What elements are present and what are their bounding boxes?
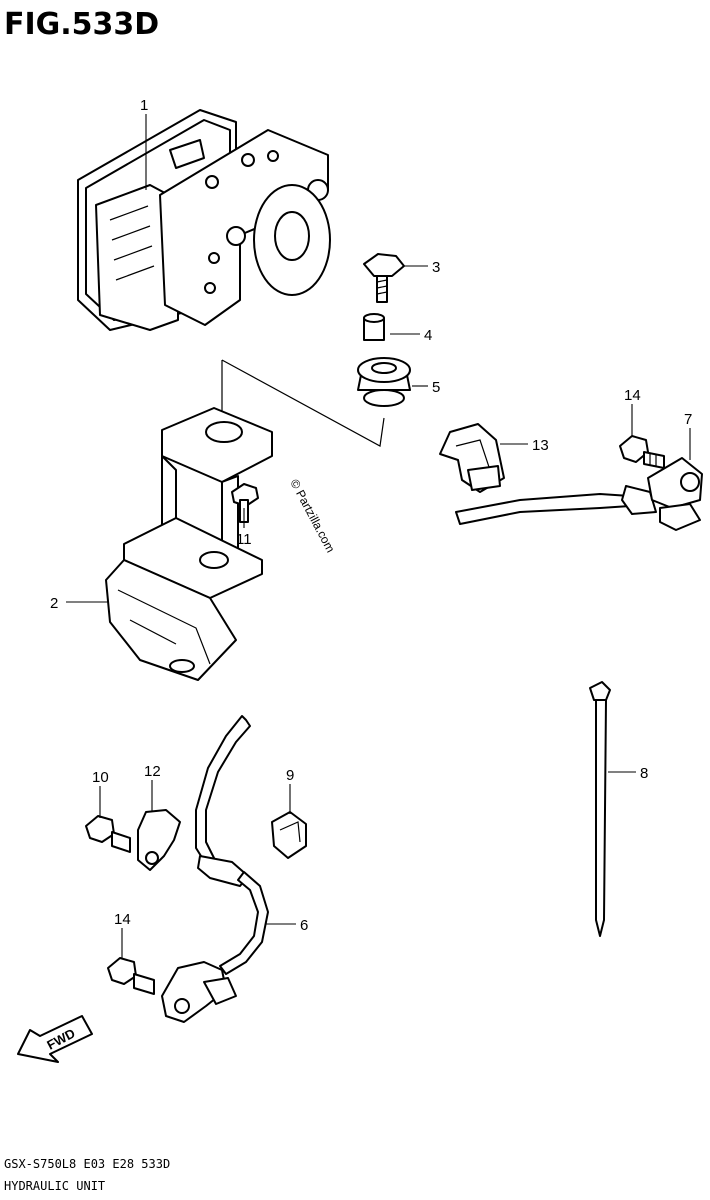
bolt-10[interactable] (85, 815, 131, 853)
hydraulic-unit[interactable] (77, 109, 331, 331)
callout-2[interactable]: 2 (50, 595, 58, 612)
callout-11[interactable]: 11 (236, 531, 252, 548)
callout-5[interactable]: 5 (432, 379, 440, 396)
fwd-arrow-icon: FWD (17, 1015, 93, 1063)
callout-3[interactable]: 3 (432, 259, 440, 276)
clamp-13[interactable] (439, 423, 505, 493)
figure-title: FIG.533D (4, 7, 159, 42)
leader-lines (66, 114, 691, 958)
callout-14-lower[interactable]: 14 (114, 911, 131, 928)
callout-1[interactable]: 1 (140, 97, 148, 114)
callout-10[interactable]: 10 (92, 769, 109, 786)
callout-14-upper[interactable]: 14 (624, 387, 641, 404)
callout-4[interactable]: 4 (424, 327, 432, 344)
bolt-14-upper[interactable] (619, 435, 665, 469)
callout-8[interactable]: 8 (640, 765, 648, 782)
spacer-4[interactable] (363, 313, 385, 341)
clamp-9[interactable] (271, 811, 307, 859)
cable-tie-8[interactable] (589, 681, 611, 937)
callout-7[interactable]: 7 (684, 411, 692, 428)
callout-9[interactable]: 9 (286, 767, 294, 784)
callout-13[interactable]: 13 (532, 437, 549, 454)
watermark: © Partzilla.com (287, 477, 337, 555)
front-wheel-speed-sensor-6[interactable] (161, 715, 269, 1023)
callout-6[interactable]: 6 (300, 917, 308, 934)
clamp-12[interactable] (137, 809, 181, 871)
rear-wheel-speed-sensor-7[interactable] (455, 457, 703, 531)
bracket-2[interactable] (105, 407, 273, 681)
model-code: GSX-S750L8 E03 E28 533D (4, 1157, 170, 1171)
bolt-14-lower[interactable] (107, 957, 155, 995)
cushion-5[interactable] (357, 357, 411, 407)
bolt-3[interactable] (363, 253, 405, 303)
figure-subtitle: HYDRAULIC UNIT (4, 1179, 105, 1193)
callout-12[interactable]: 12 (144, 763, 161, 780)
